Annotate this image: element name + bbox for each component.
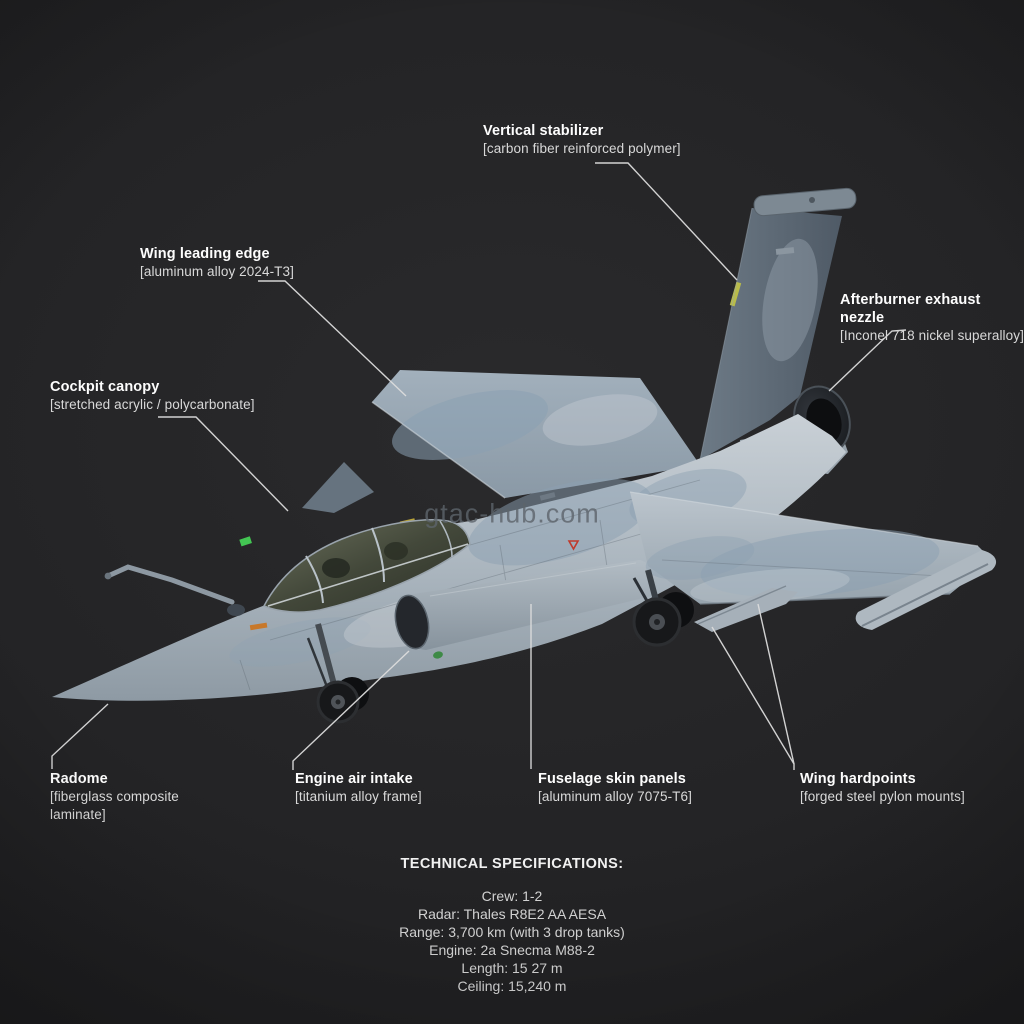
callout-material: [aluminum alloy 2024-T3] <box>140 264 294 279</box>
callout-material: [titanium alloy frame] <box>295 789 422 804</box>
callout-wing-leading-edge: Wing leading edge [aluminum alloy 2024-T… <box>140 245 294 281</box>
wingtip-rail <box>855 550 997 630</box>
callout-material: [fiberglass composite laminate] <box>50 789 179 822</box>
leader-afterburner-nozzle <box>828 329 907 392</box>
callout-cockpit-canopy: Cockpit canopy [stretched acrylic / poly… <box>50 378 255 414</box>
callout-title: Afterburner exhaust nezzle <box>840 292 981 326</box>
callout-radome: Radome [fiberglass composite laminate] <box>50 770 185 824</box>
callout-fuselage-skin-panels: Fuselage skin panels [aluminum alloy 707… <box>538 770 692 806</box>
leader-wing-leading-edge <box>258 280 407 397</box>
spec-line: Length: 15 27 m <box>461 960 563 976</box>
canopy-marking <box>239 536 252 547</box>
callout-title: Fuselage skin panels <box>538 771 686 787</box>
callout-title: Vertical stabilizer <box>483 123 604 139</box>
main-gear <box>632 569 694 647</box>
canopy <box>239 519 471 613</box>
watermark: gtac-hub.com <box>424 498 600 529</box>
near-wing <box>629 491 992 605</box>
leader-wing-hardpoints-1 <box>711 626 795 770</box>
refueling-probe <box>104 564 235 605</box>
leader-cockpit-canopy <box>158 416 289 512</box>
callout-material: [Inconel 718 nickel superalloy] <box>840 328 1024 343</box>
callout-material: [aluminum alloy 7075-T6] <box>538 789 692 804</box>
air-intake <box>394 560 658 659</box>
canard <box>302 462 374 513</box>
specs-heading: TECHNICAL SPECIFICATIONS: <box>400 856 624 872</box>
callout-title: Radome <box>50 771 108 787</box>
callout-material: [stretched acrylic / polycarbonate] <box>50 397 255 412</box>
callout-afterburner-nozzle: Afterburner exhaust nezzle [Inconel 718 … <box>840 291 1024 345</box>
far-wing <box>371 370 700 499</box>
leader-vertical-stabilizer <box>595 162 738 281</box>
spec-line: Ceiling: 15,240 m <box>457 978 567 994</box>
nose-gear <box>306 623 369 724</box>
callout-title: Wing hardpoints <box>800 771 916 787</box>
tail-fin <box>699 187 857 461</box>
spec-line: Range: 3,700 km (with 3 drop tanks) <box>399 924 625 940</box>
callout-material: [carbon fiber reinforced polymer] <box>483 141 681 156</box>
callout-title: Engine air intake <box>295 771 413 787</box>
callout-material: [forged steel pylon mounts] <box>800 789 965 804</box>
callout-vertical-stabilizer: Vertical stabilizer [carbon fiber reinfo… <box>483 122 681 158</box>
technical-specifications: TECHNICAL SPECIFICATIONS: Crew: 1-2 Rada… <box>0 856 1024 995</box>
leader-engine-air-intake <box>292 650 410 770</box>
spec-line: Crew: 1-2 <box>481 888 543 904</box>
callout-title: Cockpit canopy <box>50 379 160 395</box>
spec-line: Radar: Thales R8E2 AA AESA <box>417 906 607 922</box>
leader-wing-hardpoints-2 <box>757 603 795 765</box>
sensor-bump <box>227 604 245 616</box>
leader-lines <box>51 162 907 770</box>
callout-title: Wing leading edge <box>140 246 270 262</box>
callout-engine-air-intake: Engine air intake [titanium alloy frame] <box>295 770 422 806</box>
callout-wing-hardpoints: Wing hardpoints [forged steel pylon moun… <box>800 770 965 806</box>
wing-pylon <box>694 585 798 632</box>
aircraft-render <box>52 187 997 724</box>
spec-line: Engine: 2a Snecma M88-2 <box>429 942 595 958</box>
leader-radome <box>51 703 109 769</box>
